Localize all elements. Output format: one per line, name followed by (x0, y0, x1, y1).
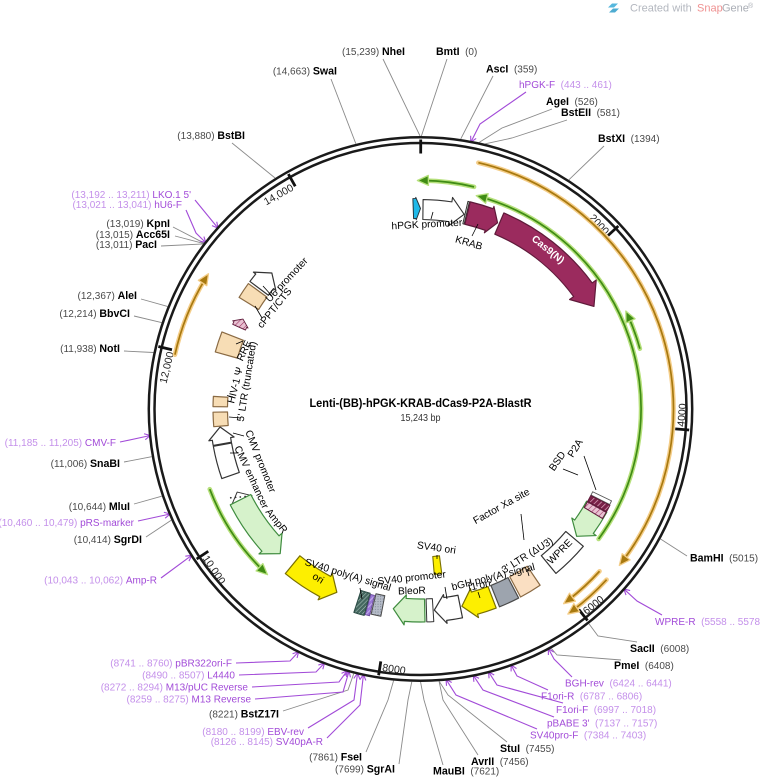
svg-text:AvrII (7456): AvrII (7456) (471, 756, 529, 768)
svg-text:(8741 .. 8760) pBR322ori-F: (8741 .. 8760) pBR322ori-F (110, 659, 232, 670)
svg-text:(8259 .. 8275) M13 Reverse: (8259 .. 8275) M13 Reverse (126, 695, 251, 706)
svg-text:(14,663) SwaI: (14,663) SwaI (273, 66, 337, 78)
svg-text:(8221) BstZ17I: (8221) BstZ17I (209, 709, 279, 721)
svg-text:Created with: Created with (630, 3, 692, 15)
svg-text:(10,414) SgrDI: (10,414) SgrDI (74, 534, 142, 546)
svg-text:(7699) SgrAI: (7699) SgrAI (335, 764, 395, 776)
svg-text:(8272 .. 8294) M13/pUC Reverse: (8272 .. 8294) M13/pUC Reverse (101, 683, 249, 694)
svg-text:AgeI (526): AgeI (526) (546, 96, 598, 108)
svg-text:SV40 ori: SV40 ori (416, 540, 456, 556)
svg-text:BleoR: BleoR (398, 586, 426, 598)
svg-text:(13,021 .. 13,041) hU6-F: (13,021 .. 13,041) hU6-F (72, 200, 182, 211)
svg-text:BstEII (581): BstEII (581) (561, 107, 620, 119)
svg-text:Lenti-(BB)-hPGK-KRAB-dCas9-P2A: Lenti-(BB)-hPGK-KRAB-dCas9-P2A-BlastR (310, 396, 532, 410)
svg-text:MauBI (7621): MauBI (7621) (433, 766, 499, 778)
svg-text:15,243 bp: 15,243 bp (401, 413, 441, 424)
svg-text:BamHI (5015): BamHI (5015) (690, 553, 758, 565)
svg-text:Gene: Gene (722, 3, 749, 15)
svg-text:(10,043 .. 10,062) Amp-R: (10,043 .. 10,062) Amp-R (44, 576, 157, 587)
svg-text:4000: 4000 (675, 403, 689, 427)
svg-text:pBABE 3' (7137 .. 7157): pBABE 3' (7137 .. 7157) (547, 719, 657, 730)
svg-text:StuI (7455): StuI (7455) (500, 743, 554, 755)
svg-text:(11,185 .. 11,205) CMV-F: (11,185 .. 11,205) CMV-F (5, 438, 116, 449)
svg-text:SV40pro-F (7384 .. 7403): SV40pro-F (7384 .. 7403) (530, 731, 646, 742)
svg-text:PmeI (6408): PmeI (6408) (614, 660, 674, 672)
svg-text:8000: 8000 (381, 662, 406, 677)
svg-text:(12,214) BbvCI: (12,214) BbvCI (59, 308, 130, 320)
svg-text:(12,367) AleI: (12,367) AleI (78, 290, 138, 302)
svg-text:F1ori-F (6997 .. 7018): F1ori-F (6997 .. 7018) (556, 705, 656, 716)
svg-text:(13,880) BstBI: (13,880) BstBI (177, 130, 245, 142)
svg-text:(8490 .. 8507) L4440: (8490 .. 8507) L4440 (142, 671, 235, 682)
svg-text:BmtI (0): BmtI (0) (436, 46, 477, 58)
svg-text:AscI (359): AscI (359) (486, 64, 537, 76)
svg-text:(15,239) NheI: (15,239) NheI (342, 46, 405, 58)
svg-text:(11,006) SnaBI: (11,006) SnaBI (51, 458, 120, 470)
svg-text:(10,644) MluI: (10,644) MluI (69, 501, 130, 513)
svg-text:WPRE-R (5558 .. 5578): WPRE-R (5558 .. 5578) (655, 617, 760, 628)
svg-text:hPGK-F (443 .. 461): hPGK-F (443 .. 461) (519, 80, 612, 91)
svg-text:(13,192 .. 13,211) LKO.1 5': (13,192 .. 13,211) LKO.1 5' (71, 190, 191, 201)
svg-text:BGH-rev (6424 .. 6441): BGH-rev (6424 .. 6441) (565, 679, 672, 690)
svg-text:F1ori-R (6787 .. 6806): F1ori-R (6787 .. 6806) (541, 692, 642, 703)
svg-text:(11,938) NotI: (11,938) NotI (60, 343, 120, 355)
svg-text:(13,015) Acc65I: (13,015) Acc65I (96, 229, 170, 241)
svg-text:(8180 .. 8199) EBV-rev: (8180 .. 8199) EBV-rev (202, 727, 304, 738)
svg-text:(10,460 .. 10,479) pRS-marker: (10,460 .. 10,479) pRS-marker (0, 518, 135, 529)
svg-text:®: ® (748, 2, 754, 10)
svg-text:f1 ori: f1 ori (467, 578, 491, 593)
svg-text:SacII (6008): SacII (6008) (630, 643, 689, 655)
svg-text:BstXI (1394): BstXI (1394) (598, 133, 660, 145)
svg-text:hPGK promoter: hPGK promoter (391, 218, 463, 233)
svg-text:(8126 .. 8145) SV40pA-R: (8126 .. 8145) SV40pA-R (211, 737, 323, 748)
svg-text:(13,019) KpnI: (13,019) KpnI (106, 218, 170, 230)
svg-text:(7861) FseI: (7861) FseI (309, 752, 362, 764)
svg-text:(13,011) PacI: (13,011) PacI (96, 239, 157, 251)
svg-text:ori: ori (310, 571, 325, 586)
svg-text:Snap: Snap (697, 3, 723, 15)
